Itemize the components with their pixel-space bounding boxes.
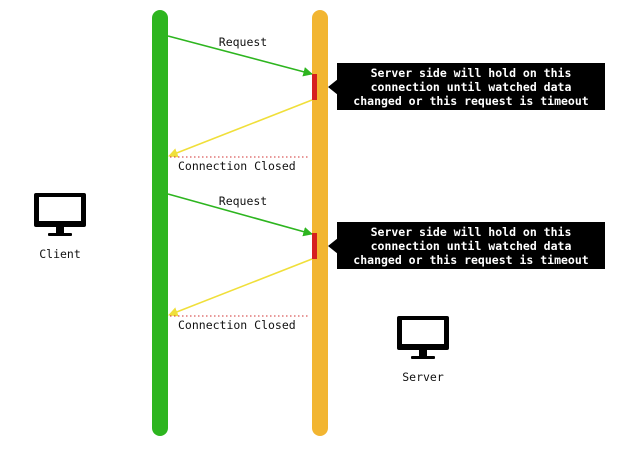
monitor-icon <box>34 193 86 236</box>
hold-note: Server side will hold on this connection… <box>328 63 605 110</box>
monitor-icon <box>397 316 449 359</box>
request-label: Request <box>219 194 267 208</box>
hold-note: Server side will hold on this connection… <box>328 222 605 269</box>
note-pointer <box>328 238 338 254</box>
note-box <box>337 222 605 269</box>
note-box <box>337 63 605 110</box>
note-line-1: Server side will hold on this <box>371 66 572 80</box>
server-lifeline <box>312 10 328 436</box>
client-label: Client <box>39 247 81 261</box>
note-line-2: connection until watched data <box>371 80 572 94</box>
server-label: Server <box>402 370 444 384</box>
hold-marker <box>312 74 317 100</box>
note-line-3: changed or this request is timeout <box>353 253 588 267</box>
response-arrow <box>168 258 313 317</box>
note-pointer <box>328 79 338 95</box>
connection-closed-label: Connection Closed <box>178 318 296 332</box>
connection-closed-label: Connection Closed <box>178 159 296 173</box>
note-line-3: changed or this request is timeout <box>353 94 588 108</box>
request-arrow <box>167 35 313 77</box>
request-label: Request <box>219 35 267 49</box>
client-node: Client <box>34 193 86 261</box>
note-line-2: connection until watched data <box>371 239 572 253</box>
server-node: Server <box>397 316 449 384</box>
hold-marker <box>312 233 317 259</box>
exchange-2: Request Connection Closed Server side wi… <box>167 193 605 332</box>
request-arrow <box>167 193 313 237</box>
client-lifeline <box>152 10 168 436</box>
note-line-1: Server side will hold on this <box>371 225 572 239</box>
exchange-1: Request Connection Closed Server side wi… <box>167 35 605 173</box>
response-arrow <box>168 99 313 158</box>
